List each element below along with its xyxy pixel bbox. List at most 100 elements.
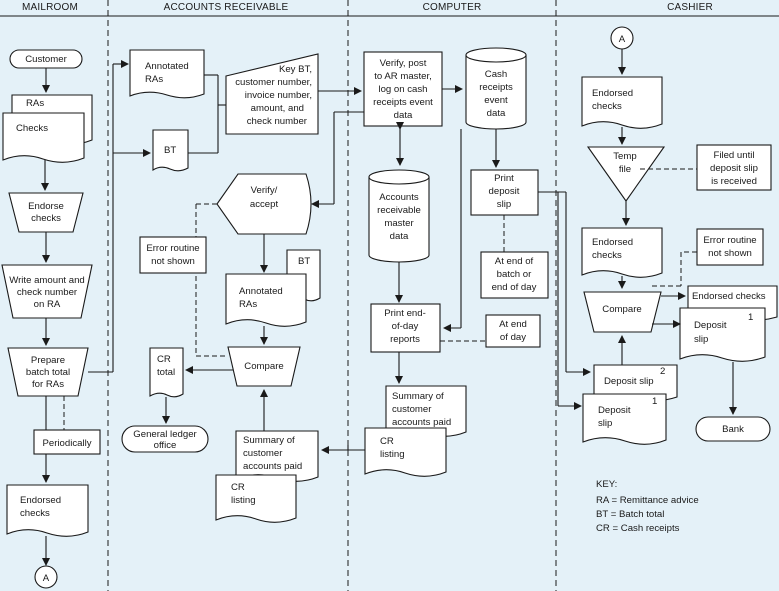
- compare-ar-label: Compare: [244, 361, 283, 372]
- error-cashier-line2: not shown: [708, 248, 752, 259]
- cr-listing-ar-line1: CR: [231, 482, 245, 493]
- ar-master-line1: Accounts: [379, 192, 419, 203]
- key-bt-line3: invoice number,: [245, 90, 312, 101]
- annotated-top-line2: RAs: [145, 74, 163, 85]
- checks-document: [2, 112, 85, 163]
- endorse-checks-manual-op: [8, 192, 84, 233]
- filed-line3: is received: [711, 176, 757, 187]
- annotated2-line2: RAs: [239, 299, 257, 310]
- write-amount-manual-op: [1, 264, 93, 319]
- key-line-cr: CR = Cash receipts: [596, 523, 680, 534]
- header-computer: COMPUTER: [423, 2, 482, 13]
- key-bt-manual-input: [225, 53, 319, 135]
- summary-ar-line3: accounts paid: [243, 461, 302, 472]
- verify-line1: Verify/: [251, 185, 278, 196]
- print-reports-line2: of-day: [392, 321, 419, 332]
- periodically-annotation: [33, 429, 101, 455]
- print-deposit-line2: deposit: [489, 186, 520, 197]
- deposit-lower-line1: Deposit: [598, 405, 631, 416]
- key-bt-line1: Key BT,: [279, 64, 312, 75]
- ar-master-datastore-top: [368, 169, 430, 185]
- error-routine-annotation: [139, 236, 207, 274]
- deposit-slip-copy-1b: 1: [652, 396, 657, 407]
- ras-label: RAs: [26, 98, 44, 109]
- end-day-line2: of day: [500, 332, 526, 343]
- cashier-lane: A Endorsed checks Temp file Filed until …: [581, 26, 778, 445]
- cr-listing-computer-document: [364, 427, 447, 477]
- bt2-label: BT: [298, 256, 310, 267]
- error-ar-line2: not shown: [151, 256, 195, 267]
- verify-post-line3: log on cash: [378, 84, 427, 95]
- summary-computer-line3: accounts paid: [392, 417, 451, 428]
- annotated-ras-document-2: [225, 273, 307, 327]
- checks-label: Checks: [16, 123, 48, 134]
- compare-ar-manual-op: [227, 346, 301, 387]
- verify-post-line4: receipts event: [373, 97, 433, 108]
- print-reports-line1: Print end-: [384, 308, 426, 319]
- cash-receipts-line2: receipts: [479, 82, 513, 93]
- deposit-slip-copy1-doc: [582, 393, 667, 445]
- endorsed2-line2: checks: [592, 250, 622, 261]
- key-line-ra: RA = Remittance advice: [596, 495, 699, 506]
- ar-master-line4: data: [390, 231, 409, 242]
- cr-total-line2: total: [157, 367, 175, 378]
- offpage-connector-a: [34, 565, 58, 589]
- verify-post-process: [363, 51, 443, 127]
- gl-line1: General ledger: [133, 429, 197, 440]
- cash-receipts-datastore-top: [465, 47, 527, 63]
- endorsed3-label: Endorsed checks: [692, 291, 766, 302]
- temp-file-storage: [586, 146, 666, 202]
- end-batch-line3: end of day: [492, 282, 537, 293]
- prepare-line3: for RAs: [32, 379, 64, 390]
- filed-line1: Filed until: [713, 150, 754, 161]
- summary-computer-line1: Summary of: [392, 391, 444, 402]
- cr-listing-ar-document: [215, 474, 297, 523]
- filed-until-annotation: [696, 144, 772, 191]
- verify-post-line2: to AR master,: [374, 71, 432, 82]
- cash-receipts-datastore: [465, 55, 527, 130]
- customer-label: Customer: [25, 54, 67, 65]
- key-bt-line2: customer number,: [235, 77, 312, 88]
- legend-key: KEY: RA = Remittance advice BT = Batch t…: [596, 479, 699, 534]
- print-deposit-process: [470, 169, 539, 216]
- cr-listing-computer-line2: listing: [380, 449, 405, 460]
- cr-total-document: [149, 347, 184, 398]
- compare-cashier-label: Compare: [602, 304, 641, 315]
- header-accounts-receivable: ACCOUNTS RECEIVABLE: [164, 2, 289, 13]
- write-line3: on RA: [34, 299, 61, 310]
- key-bt-line5: check number: [247, 116, 308, 127]
- write-line1: Write amount and: [9, 275, 85, 286]
- header-mailroom: MAILROOM: [22, 2, 78, 13]
- summary-ar-line1: Summary of: [243, 435, 295, 446]
- key-title: KEY:: [596, 479, 617, 490]
- deposit-slip-copy-2: 2: [660, 366, 665, 377]
- temp-line1: Temp: [613, 151, 636, 162]
- summary-computer-line2: customer: [392, 404, 432, 415]
- cr-total-line1: CR: [157, 354, 171, 365]
- bt-document: [152, 129, 189, 172]
- ar-master-datastore: [368, 177, 430, 263]
- prepare-line1: Prepare: [31, 355, 65, 366]
- bt-label: BT: [164, 145, 176, 156]
- endorsed1-line1: Endorsed: [592, 88, 633, 99]
- key-bt-line4: amount, and: [251, 103, 304, 114]
- deposit-slip-line1: Deposit: [694, 320, 727, 331]
- print-reports-line3: reports: [390, 334, 420, 345]
- endorsed-checks-cashier-doc2: [581, 227, 663, 278]
- filed-line2: deposit slip: [710, 163, 758, 174]
- error-routine-cashier-annotation: [696, 228, 764, 266]
- endorsed1-line2: checks: [592, 101, 622, 112]
- end-of-day-annotation: [485, 314, 541, 348]
- print-reports-process: [370, 303, 441, 353]
- connector-a-label: A: [43, 573, 50, 584]
- cr-listing-computer-line1: CR: [380, 436, 394, 447]
- verify-post-line5: data: [394, 110, 413, 121]
- annotated2-line1: Annotated: [239, 286, 283, 297]
- deposit-slip2-label: Deposit slip: [604, 376, 654, 387]
- summary-ar-line2: customer: [243, 448, 283, 459]
- verify-line2: accept: [250, 199, 279, 210]
- deposit-lower-line2: slip: [598, 418, 612, 429]
- endorsed-checks-cashier-doc1: [581, 76, 663, 129]
